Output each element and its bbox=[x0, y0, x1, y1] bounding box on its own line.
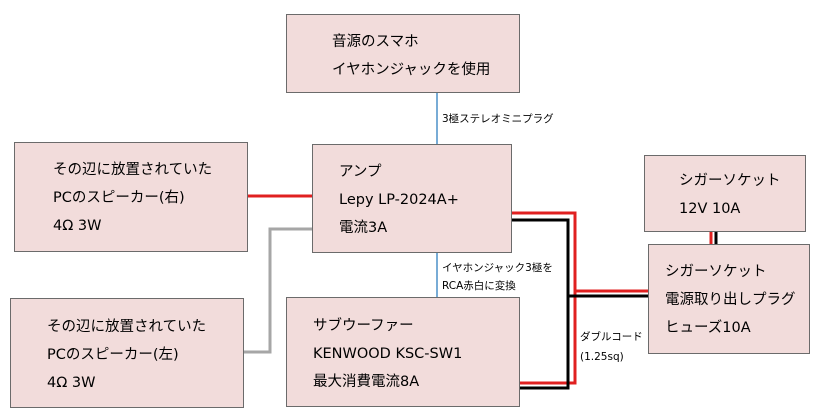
amplifier-box: アンプ Lepy LP-2024A+ 電流3A bbox=[312, 144, 512, 253]
cigar-plug-box: シガーソケット 電源取り出しプラグ ヒューズ10A bbox=[648, 244, 810, 354]
stereo-plug-label: 3極ステレオミニプラグ bbox=[442, 113, 554, 125]
left-speaker-line-2: PCのスピーカー(左) bbox=[47, 347, 179, 363]
cigar-socket-box: シガーソケット 12V 10A bbox=[644, 155, 806, 232]
rca-conversion-label-1: イヤホンジャック3極を bbox=[442, 262, 553, 274]
right-speaker-line-1: その辺に放置されていた bbox=[53, 162, 213, 178]
cigar-plug-line-3: ヒューズ10A bbox=[665, 320, 751, 336]
right-speaker-line-3: 4Ω 3W bbox=[53, 218, 102, 234]
double-cord-label-2: (1.25sq) bbox=[580, 351, 624, 363]
subwoofer-line-2: KENWOOD KSC-SW1 bbox=[313, 346, 463, 362]
amplifier-line-1: アンプ bbox=[339, 164, 382, 180]
red-wire-power-cord bbox=[512, 211, 577, 385]
left-speaker-box: その辺に放置されていた PCのスピーカー(左) 4Ω 3W bbox=[10, 298, 244, 408]
rca-conversion-label-2: RCA赤白に変換 bbox=[442, 280, 516, 292]
cigar-plug-line-1: シガーソケット bbox=[665, 264, 767, 280]
cigar-plug-line-2: 電源取り出しプラグ bbox=[665, 292, 796, 308]
black-wire-power-cord bbox=[512, 218, 570, 390]
phone-source-box: 音源のスマホ イヤホンジャックを使用 bbox=[286, 14, 520, 93]
phone-source-line-1: 音源のスマホ bbox=[332, 34, 419, 50]
amplifier-line-2: Lepy LP-2024A+ bbox=[339, 192, 459, 208]
right-speaker-box: その辺に放置されていた PCのスピーカー(右) 4Ω 3W bbox=[14, 142, 248, 252]
cigar-socket-line-2: 12V 10A bbox=[679, 201, 741, 217]
double-cord-label-1: ダブルコード bbox=[580, 331, 643, 343]
left-speaker-line-1: その辺に放置されていた bbox=[47, 319, 207, 335]
cigar-socket-line-1: シガーソケット bbox=[679, 173, 781, 189]
subwoofer-box: サブウーファー KENWOOD KSC-SW1 最大消費電流8A bbox=[286, 297, 520, 407]
amplifier-line-3: 電流3A bbox=[339, 220, 388, 236]
right-speaker-line-2: PCのスピーカー(右) bbox=[53, 190, 185, 206]
subwoofer-line-1: サブウーファー bbox=[313, 318, 414, 334]
gray-wire-left-speaker bbox=[244, 227, 312, 354]
phone-source-line-2: イヤホンジャックを使用 bbox=[332, 62, 491, 78]
left-speaker-line-3: 4Ω 3W bbox=[47, 375, 96, 391]
subwoofer-line-3: 最大消費電流8A bbox=[313, 374, 420, 390]
